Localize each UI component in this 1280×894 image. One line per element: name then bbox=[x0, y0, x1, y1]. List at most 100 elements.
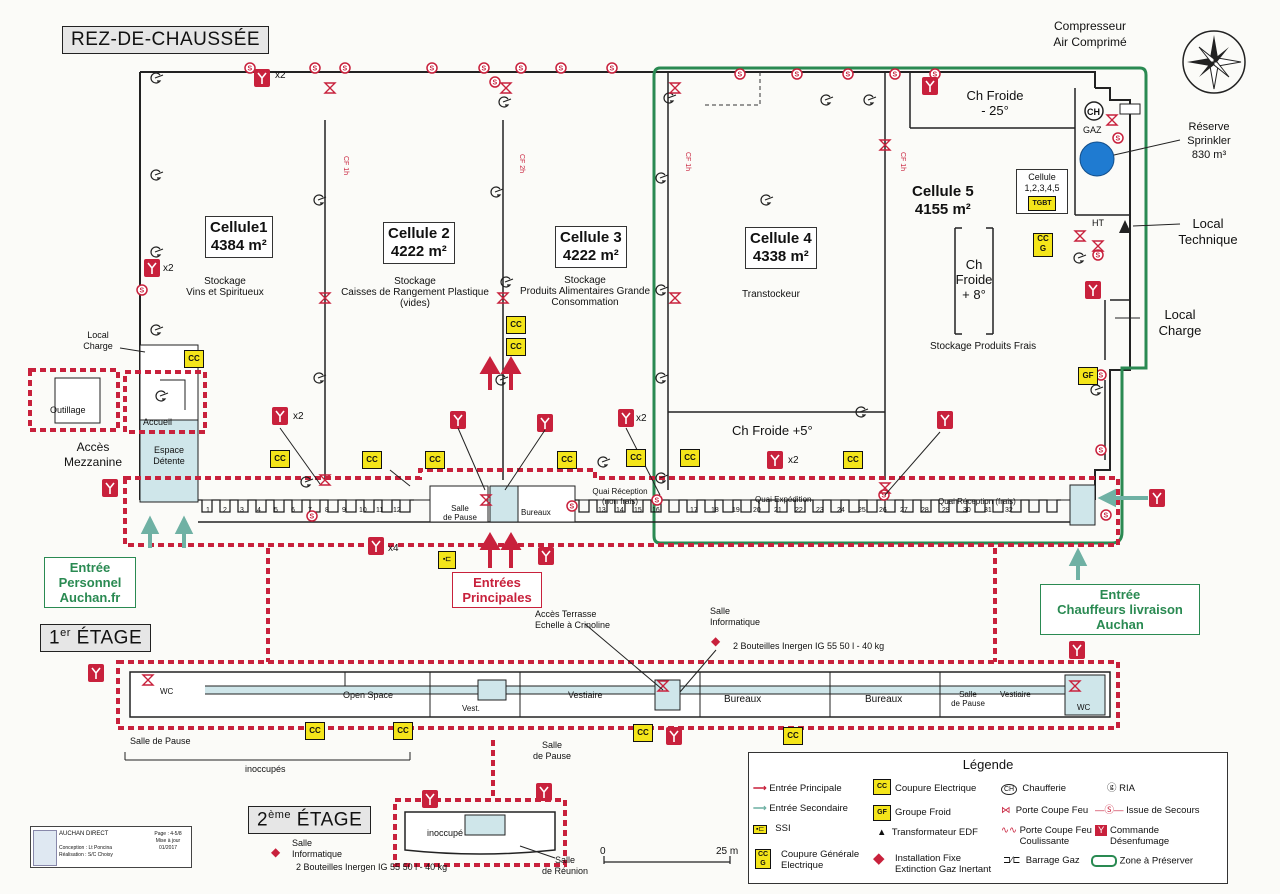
porte-coupe-feu-markers bbox=[141, 82, 1119, 692]
ria-icon bbox=[663, 92, 677, 104]
issue-secours-letter: S bbox=[559, 66, 564, 73]
inergen-1f: 2 Bouteilles Inergen IG 55 50 l - 40 kg bbox=[733, 641, 885, 651]
legend: Légende ⟶ Entrée Principale ⟶ Entrée Sec… bbox=[748, 752, 1228, 884]
dock-number: 5 bbox=[274, 507, 278, 514]
coupure-electrique-icon: CC bbox=[270, 450, 290, 468]
dock-number: 25 bbox=[858, 507, 866, 514]
dock-number: 14 bbox=[616, 507, 624, 514]
porte-coupe-feu-icon bbox=[1073, 230, 1087, 242]
commande-desenfumage-markers bbox=[88, 69, 1165, 808]
legend-zone: Zone à Préserver bbox=[1091, 855, 1193, 867]
dock-number: 24 bbox=[837, 507, 845, 514]
dock-number: 16 bbox=[652, 507, 660, 514]
legend-ssi: ▪⊏ SSI bbox=[753, 823, 791, 835]
dock-number: 20 bbox=[753, 507, 761, 514]
barrage-gaz-icon bbox=[1119, 103, 1141, 115]
porte-coupe-feu-icon bbox=[499, 82, 513, 94]
issue-secours-letter: S bbox=[248, 66, 253, 73]
ria-icon bbox=[863, 94, 877, 106]
dock-number: 13 bbox=[598, 507, 606, 514]
porte-coupe-feu-icon bbox=[318, 292, 332, 304]
issue-secours-letter: S bbox=[882, 493, 887, 500]
desenfumage-glyph bbox=[770, 454, 780, 466]
dock-number: 30 bbox=[963, 507, 971, 514]
desenfumage-glyph bbox=[940, 414, 950, 426]
ria-icon bbox=[655, 372, 669, 384]
x2-quai: x2 bbox=[788, 455, 799, 466]
issue-secours-letter: S bbox=[1104, 513, 1109, 520]
floor-title-second: 2ème ÉTAGE bbox=[248, 806, 372, 835]
vest-label: Vest. bbox=[462, 704, 480, 713]
ht-label: HT bbox=[1092, 218, 1104, 228]
desenfumage-glyph bbox=[371, 540, 381, 552]
porte-coupe-feu-icon bbox=[318, 474, 332, 486]
legend-coupure-electrique: Coupure Electrique bbox=[895, 783, 977, 794]
cf-label: CF 2h bbox=[518, 153, 526, 174]
issue-secours-letter: S bbox=[655, 498, 660, 505]
scale-bar bbox=[603, 856, 731, 864]
vestiaire-2: Vestiaire bbox=[1000, 690, 1031, 699]
ria-icon bbox=[155, 390, 169, 402]
coupure-electrique-icon: CC bbox=[506, 316, 526, 334]
ria-markers bbox=[150, 72, 1104, 488]
dock-number: 3 bbox=[240, 507, 244, 514]
dock-number: 15 bbox=[634, 507, 642, 514]
desenfumage-glyph bbox=[147, 262, 157, 274]
gaz-label: GAZ bbox=[1083, 125, 1102, 135]
coupure-electrique-icon: CC bbox=[633, 724, 653, 742]
desenfumage-glyph bbox=[275, 410, 285, 422]
coupure-electrique-icon: CC bbox=[506, 338, 526, 356]
legend-transformateur: ▲ Transformateur EDF bbox=[877, 827, 978, 838]
cf-label: CF 1h bbox=[342, 155, 350, 176]
issue-secours-icon bbox=[566, 500, 578, 512]
legend-entree-secondaire: ⟶ Entrée Secondaire bbox=[753, 803, 848, 814]
ria-icon bbox=[597, 456, 611, 468]
dock-number: 31 bbox=[984, 507, 992, 514]
dock-number: 8 bbox=[325, 507, 329, 514]
legend-porte-cf: ⋈ Porte Coupe Feu bbox=[1001, 805, 1089, 816]
cell-4-use: Transtockeur bbox=[742, 289, 800, 300]
porte-coupe-feu-icon bbox=[323, 82, 337, 94]
issue-secours-letter: S bbox=[313, 66, 318, 73]
issue-secours-letter: S bbox=[310, 514, 315, 521]
issue-secours-letter: S bbox=[343, 66, 348, 73]
dock-number: 23 bbox=[816, 507, 824, 514]
extinction-icon: ◆ bbox=[271, 845, 281, 859]
coupure-electrique-icon: CC bbox=[184, 350, 204, 368]
scale-max: 25 m bbox=[716, 846, 738, 857]
ria-icon bbox=[150, 324, 164, 336]
issue-secours-letter: S bbox=[610, 66, 615, 73]
quai-expedition: Quai Expédition bbox=[755, 495, 812, 504]
coupure-electrique-icon: CC bbox=[393, 722, 413, 740]
issue-secours-icon bbox=[555, 62, 567, 74]
groupe-froid-icon: GF bbox=[1078, 367, 1098, 385]
coupure-electrique-icon: CC bbox=[626, 449, 646, 467]
dock-number: 29 bbox=[942, 507, 950, 514]
legend-cc-icon: CC bbox=[873, 779, 891, 795]
porte-coupe-feu-icon bbox=[1068, 680, 1082, 692]
inergen-2f: 2 Bouteilles Inergen IG 55 50 l - 40 kg bbox=[296, 862, 448, 872]
svg-text:CH: CH bbox=[1087, 107, 1100, 117]
issue-secours-icon bbox=[1092, 249, 1104, 261]
porte-coupe-feu-icon bbox=[878, 482, 892, 494]
issue-secours-letter: S bbox=[1096, 253, 1101, 260]
dock-number: 17 bbox=[690, 507, 698, 514]
dock-number: 21 bbox=[774, 507, 782, 514]
desenfumage-glyph bbox=[1072, 644, 1082, 656]
salle-pause-left: Salle de Pause bbox=[130, 736, 191, 746]
